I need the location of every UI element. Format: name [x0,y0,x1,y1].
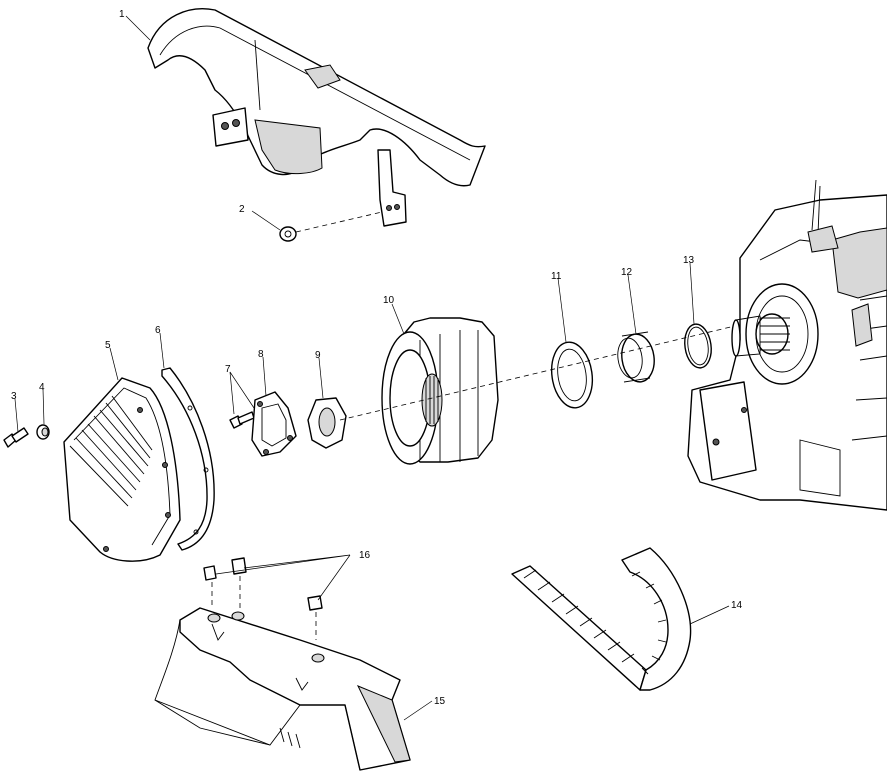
callout-3: 3 [11,391,17,402]
drive-belt [511,547,692,691]
callout-9: 9 [315,350,321,361]
callout-10: 10 [383,295,395,306]
gasket [161,367,215,551]
callout-16: 16 [359,550,371,561]
spacer-bushing [617,331,655,383]
o-ring [684,323,712,369]
callout-15: 15 [434,696,446,707]
retainer-plate [251,391,297,457]
callout-4: 4 [39,382,45,393]
callout-7: 7 [225,364,231,375]
callout-8: 8 [258,349,264,360]
callout-13: 13 [683,255,695,266]
callout-14: 14 [731,600,743,611]
callout-1: 1 [119,9,125,20]
callout-12: 12 [621,267,633,278]
nut [279,211,383,242]
cover-fins [69,395,153,507]
belt-teeth [523,569,667,675]
retainer-screws [229,411,255,429]
spacer-nut [307,397,347,449]
callout-5: 5 [105,340,111,351]
bolt [3,427,29,448]
bushing [36,424,50,440]
drive-pulley [381,317,499,465]
callout-2: 2 [239,204,245,215]
callout-11: 11 [551,271,562,282]
seal-ring [550,341,594,409]
callout-labels: 1 2 3 4 5 6 7 8 9 10 11 12 13 14 15 16 [11,9,743,707]
leader-lines [14,15,730,721]
lower-belt-guard [154,607,411,771]
front-cover [63,377,181,562]
engine-case [687,179,887,511]
upper-belt-guard [147,8,486,227]
callout-6: 6 [155,325,161,336]
